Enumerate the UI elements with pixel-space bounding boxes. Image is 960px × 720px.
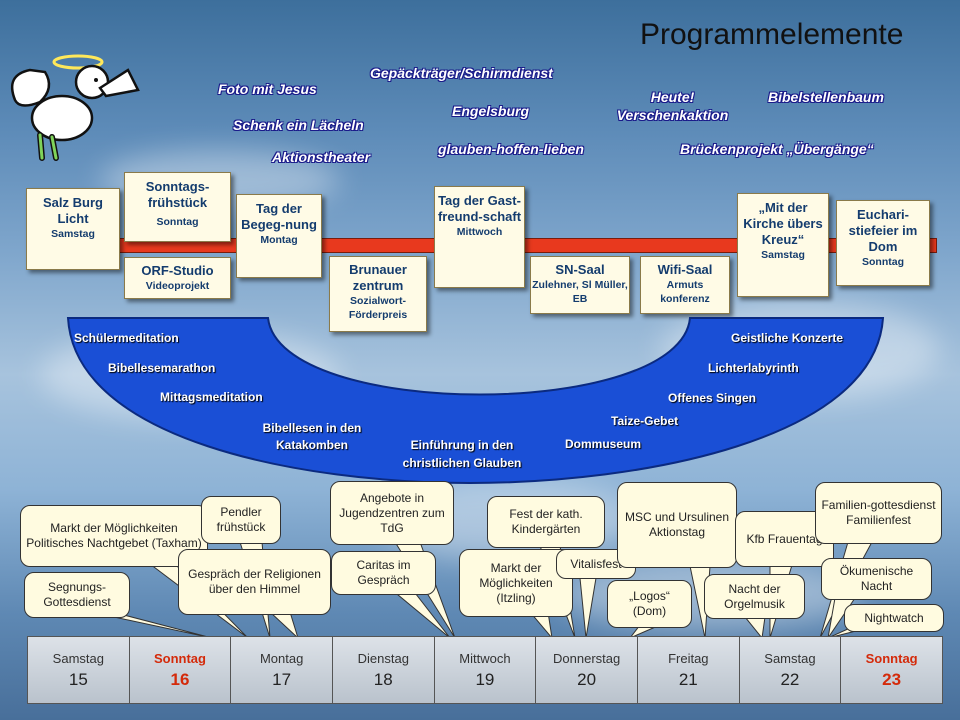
bubble-pendlerfruehstueck: Pendler frühstück xyxy=(201,496,281,544)
arc-item-einfuehrung-glauben: Einführung in den christlichen Glauben xyxy=(402,438,522,470)
timeline-box-sn-saal: SN-Saal Zulehner, Sl Müller, EB xyxy=(530,256,630,314)
box-title: Salz Burg Licht xyxy=(43,195,103,226)
box-subtitle: Sozialwort-Förderpreis xyxy=(348,295,408,321)
day-number: 21 xyxy=(678,669,698,689)
timeline-box-orf-studio: ORF-Studio Videoprojekt xyxy=(124,257,231,299)
box-subtitle: Montag xyxy=(260,234,298,246)
arc-item-taize-gebet: Taize-Gebet xyxy=(611,414,679,428)
bubble-markt-taxham: Markt der Möglichkeiten Politisches Nach… xyxy=(20,505,208,567)
timeline-box-brunauer-zentrum: Brunauer zentrum Sozialwort-Förderpreis xyxy=(329,256,427,332)
arc-item-lichterlabyrinth: Lichterlabyrinth xyxy=(708,361,799,375)
box-subtitle: Samstag xyxy=(51,228,95,240)
day-number: 22 xyxy=(780,669,800,689)
box-subtitle: Mittwoch xyxy=(456,226,503,238)
day-number: 20 xyxy=(577,669,597,689)
timeline-box-sonntagsfruehstueck: Sonntags-frühstück Sonntag xyxy=(124,172,231,242)
day-number: 17 xyxy=(272,669,292,689)
arc-item-bibellesen-katakomben: Bibellesen in den Katakomben xyxy=(262,421,362,452)
timeline-box-wifi-saal: Wifi-Saal Armuts konferenz xyxy=(640,256,730,314)
bubble-caritas: Caritas im Gespräch xyxy=(331,551,436,595)
bubble-msc-ursulinen: MSC und Ursulinen Aktionstag xyxy=(617,482,737,568)
day-name: Freitag xyxy=(668,650,709,666)
day-number: 23 xyxy=(882,669,902,689)
day-cell: Samstag 15 xyxy=(27,636,130,704)
box-title: Brunauer zentrum xyxy=(349,262,407,293)
timeline-box-eucharistiefeier: Euchari-stiefeier im Dom Sonntag xyxy=(836,200,930,286)
tagline-glauben-hoffen-lieben: glauben-hoffen-lieben xyxy=(438,141,584,157)
tagline-engelsburg: Engelsburg xyxy=(452,103,530,119)
day-number: 18 xyxy=(373,669,393,689)
timeline-box-tag-der-gastfreundschaft: Tag der Gast-freund-schaft Mittwoch xyxy=(434,186,525,288)
box-subtitle: Zulehner, Sl Müller, EB xyxy=(532,279,628,305)
tagline-bibelstellenbaum: Bibelstellenbaum xyxy=(768,89,884,105)
day-cell: Montag 17 xyxy=(230,636,333,704)
tagline-aktionstheater: Aktionstheater xyxy=(272,149,371,165)
day-name: Samstag xyxy=(52,650,104,666)
arc-item-dommuseum: Dommuseum xyxy=(565,437,642,451)
box-title: Sonntags-frühstück xyxy=(145,179,210,210)
day-name: Sonntag xyxy=(865,650,918,666)
day-cell: Mittwoch 19 xyxy=(433,636,537,704)
day-cell: Sonntag 23 xyxy=(840,636,943,704)
bubble-gespraech-religionen: Gespräch der Religionen über den Himmel xyxy=(178,549,331,615)
day-cell: Samstag 22 xyxy=(738,636,842,704)
box-subtitle: Videoprojekt xyxy=(145,280,210,292)
day-name: Mittwoch xyxy=(459,650,511,666)
box-title: ORF-Studio xyxy=(141,263,214,278)
box-title: Tag der Gast-freund-schaft xyxy=(437,193,522,224)
tagline-brueckenprojekt: Brückenprojekt „Übergänge“ xyxy=(680,141,874,157)
bubble-jugendzentren: Angebote in Jugendzentren zum TdG xyxy=(330,481,454,545)
tagline-foto-mit-jesus: Foto mit Jesus xyxy=(218,81,317,97)
tagline-heute: Heute! Verschenkaktion xyxy=(616,89,729,123)
day-name: Dienstag xyxy=(357,650,409,666)
day-name: Sonntag xyxy=(153,650,206,666)
bubble-markt-itzling: Markt der Möglichkeiten (Itzling) xyxy=(459,549,573,617)
box-subtitle: Sonntag xyxy=(156,216,199,228)
bubble-nacht-orgelmusik: Nacht der Orgelmusik xyxy=(704,574,805,619)
angel-trumpet-icon xyxy=(10,54,140,161)
box-subtitle: Samstag xyxy=(761,249,805,261)
box-subtitle: Armuts konferenz xyxy=(660,279,710,305)
day-cell: Sonntag 16 xyxy=(128,636,232,704)
arc-item-schuelermeditation: Schülermeditation xyxy=(74,331,179,345)
page-title: Programmelemente xyxy=(640,18,904,51)
day-number: 19 xyxy=(475,669,495,689)
box-subtitle: Sonntag xyxy=(862,256,904,268)
box-title: SN-Saal xyxy=(555,262,605,277)
day-cell: Dienstag 18 xyxy=(331,636,435,704)
day-name: Donnerstag xyxy=(553,650,621,666)
timeline-box-tag-der-begegnung: Tag der Begeg-nung Montag xyxy=(236,194,322,278)
box-title: Euchari-stiefeier im Dom xyxy=(848,207,918,254)
box-title: Wifi-Saal xyxy=(657,262,713,277)
bubble-segnungsgottesdienst: Segnungs-Gottesdienst xyxy=(24,572,130,618)
arc-item-mittagsmeditation: Mittagsmeditation xyxy=(160,390,263,404)
arc-item-offenes-singen: Offenes Singen xyxy=(668,391,757,405)
bubble-familiengottesdienst: Familien-gottesdienst Familienfest xyxy=(815,482,942,544)
day-number: 16 xyxy=(170,669,190,689)
tagline-gepaecktraeger: Gepäckträger/Schirmdienst xyxy=(370,65,553,81)
bubble-oekumenische-nacht: Ökumenische Nacht xyxy=(821,558,932,600)
bubble-kindergaerten: Fest der kath. Kindergärten xyxy=(487,496,605,548)
arc-item-bibellesemarathon: Bibellesemarathon xyxy=(108,361,216,375)
box-title: Tag der Begeg-nung xyxy=(241,201,317,232)
day-name: Samstag xyxy=(764,650,816,666)
bubble-logos-dom: „Logos“ (Dom) xyxy=(607,580,692,628)
day-cell: Freitag 21 xyxy=(637,636,740,704)
box-title: „Mit der Kirche übers Kreuz“ xyxy=(743,200,823,247)
day-cell: Donnerstag 20 xyxy=(535,636,639,704)
bubble-nightwatch: Nightwatch xyxy=(844,604,944,632)
timeline-box-mit-der-kirche: „Mit der Kirche übers Kreuz“ Samstag xyxy=(737,193,829,297)
day-name: Montag xyxy=(259,650,304,666)
arc-item-geistliche-konzerte: Geistliche Konzerte xyxy=(731,331,844,345)
timeline-box-salz-burg-licht: Salz Burg Licht Samstag xyxy=(26,188,120,270)
tagline-schenk-ein-laecheln: Schenk ein Lächeln xyxy=(233,117,364,133)
day-number: 15 xyxy=(68,669,88,689)
